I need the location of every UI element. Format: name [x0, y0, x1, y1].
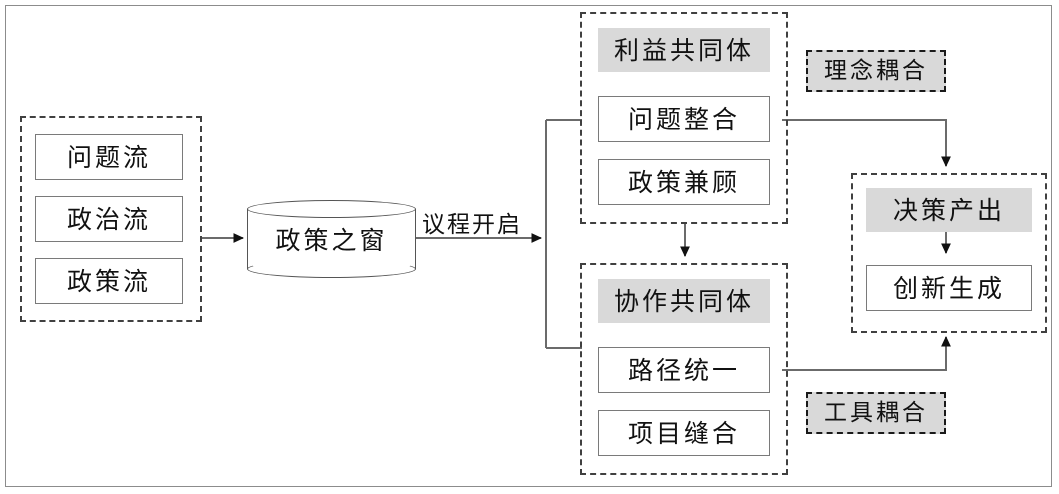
- node-innovation-generation[interactable]: 创新生成: [866, 265, 1032, 311]
- node-label: 创新生成: [892, 273, 1005, 303]
- node-label: 项目缝合: [627, 418, 740, 448]
- node-idea-coupling[interactable]: 理念耦合: [806, 50, 946, 92]
- node-decision-output-header[interactable]: 决策产出: [866, 188, 1032, 232]
- cylinder-bottom-ellipse: [247, 260, 416, 278]
- node-path-unification[interactable]: 路径统一: [598, 347, 770, 393]
- node-problem-integration[interactable]: 问题整合: [598, 96, 770, 142]
- output-dashed-group: [851, 173, 1047, 333]
- node-problem-stream[interactable]: 问题流: [35, 134, 183, 180]
- node-label: 政治流: [66, 204, 151, 234]
- node-label: 理念耦合: [824, 57, 928, 84]
- collaboration-community-dashed-group: [580, 263, 788, 475]
- interest-community-dashed-group: [580, 12, 788, 224]
- node-label: 问题流: [66, 142, 151, 172]
- streams-dashed-group: [20, 116, 202, 322]
- node-label: 问题整合: [627, 104, 740, 134]
- node-label: 决策产出: [892, 195, 1005, 225]
- node-label: 政策流: [66, 266, 151, 296]
- cylinder-body: [247, 209, 416, 269]
- edge-label-agenda-opening: 议程开启: [422, 212, 522, 238]
- node-interest-community-header[interactable]: 利益共同体: [598, 28, 770, 72]
- node-label: 路径统一: [627, 355, 740, 385]
- node-policy-window[interactable]: 政策之窗: [247, 200, 416, 278]
- node-label: 政策兼顾: [627, 167, 740, 197]
- node-label: 协作共同体: [613, 286, 754, 316]
- node-label: 利益共同体: [613, 35, 754, 65]
- node-policy-accommodation[interactable]: 政策兼顾: [598, 159, 770, 205]
- cylinder-top-ellipse: [247, 200, 416, 218]
- node-political-stream[interactable]: 政治流: [35, 196, 183, 242]
- node-project-stitching[interactable]: 项目缝合: [598, 410, 770, 456]
- node-tool-coupling[interactable]: 工具耦合: [806, 392, 946, 434]
- node-policy-stream[interactable]: 政策流: [35, 258, 183, 304]
- node-label: 政策之窗: [275, 226, 388, 255]
- figure-outer-frame: [5, 5, 1052, 487]
- node-collaboration-community-header[interactable]: 协作共同体: [598, 279, 770, 323]
- node-label: 工具耦合: [824, 399, 928, 426]
